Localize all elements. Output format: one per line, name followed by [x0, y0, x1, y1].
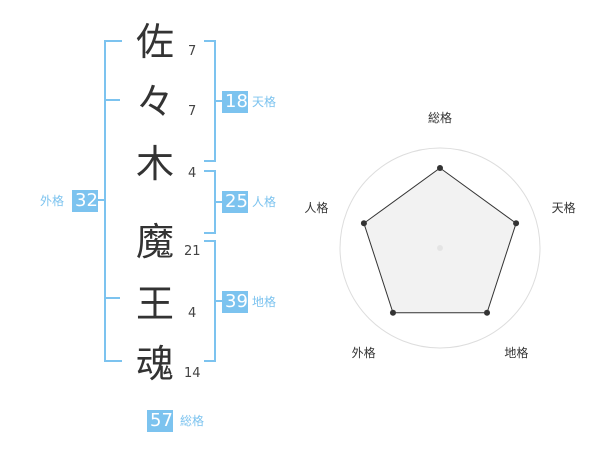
jinkaku-label: 人格	[252, 195, 277, 209]
person-bracket-pointer	[216, 201, 222, 203]
outer-bracket	[104, 40, 122, 362]
tenkaku-label: 天格	[252, 95, 277, 109]
name-char-4: 魔	[135, 220, 174, 264]
heaven-bracket	[204, 40, 216, 162]
radar-point	[389, 309, 396, 316]
outer-bracket-tick	[104, 297, 120, 299]
radar-point	[484, 309, 491, 316]
chikaku-label: 地格	[252, 295, 277, 309]
gaikaku-label: 外格	[40, 194, 65, 208]
outer-bracket-pointer	[98, 199, 104, 201]
tenkaku-value: 18	[222, 91, 248, 113]
stroke-count-3: 4	[188, 166, 197, 181]
heaven-bracket-pointer	[216, 100, 222, 102]
soukaku-label: 総格	[180, 414, 205, 428]
radar-point	[513, 220, 520, 227]
stroke-count-4: 21	[184, 244, 201, 259]
outer-bracket-tick	[104, 99, 120, 101]
radar-axis-label: 天格	[552, 200, 576, 215]
stroke-count-2: 7	[188, 104, 197, 119]
radar-axis-label: 総格	[428, 110, 452, 125]
name-char-1: 佐	[135, 20, 174, 64]
earth-bracket-pointer	[216, 300, 222, 302]
radar-axis-label: 人格	[304, 200, 328, 215]
radar-data-polygon	[363, 167, 517, 314]
name-char-2: 々	[135, 80, 174, 124]
name-char-5: 王	[135, 282, 174, 326]
jinkaku-value: 25	[222, 191, 248, 213]
earth-bracket	[204, 240, 216, 362]
radar-axis-label: 地格	[504, 345, 528, 360]
radar-axis-label: 外格	[352, 345, 376, 360]
soukaku-value: 57	[147, 410, 173, 432]
stroke-count-1: 7	[188, 44, 197, 59]
gaikaku-value: 32	[72, 190, 98, 212]
stroke-count-5: 4	[188, 306, 197, 321]
chikaku-value: 39	[222, 291, 248, 313]
radar-point	[360, 220, 367, 227]
person-bracket	[204, 170, 216, 234]
stroke-count-6: 14	[184, 366, 201, 381]
name-char-3: 木	[135, 142, 174, 186]
name-char-6: 魂	[135, 342, 174, 386]
radar-point	[437, 165, 443, 171]
